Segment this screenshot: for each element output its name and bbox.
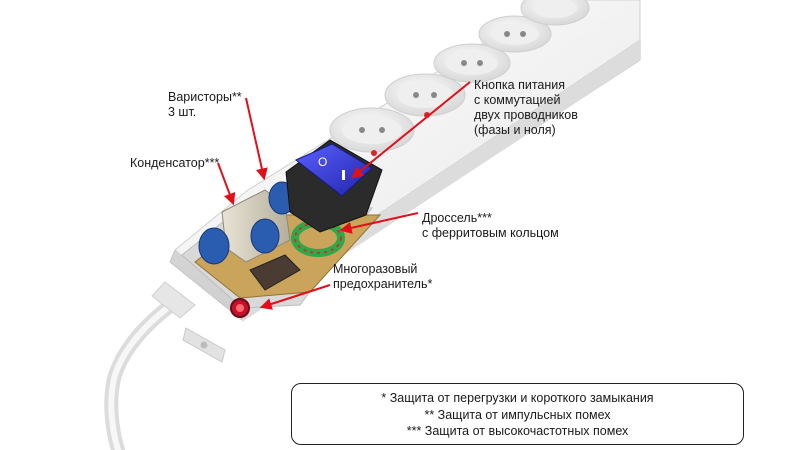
power-switch: O (285, 139, 383, 233)
fuse-label: Многоразовый предохранитель* (333, 262, 433, 291)
socket (520, 0, 590, 26)
callout-arrows (217, 81, 471, 310)
arrow-capacitor (217, 162, 236, 206)
capacitor-label: Конденсатор*** (130, 156, 220, 170)
arrow-varistors (245, 97, 268, 181)
arrow-fuse (259, 284, 331, 310)
power-button-label: Кнопка питания с коммутацией двух провод… (474, 78, 578, 137)
varistors-label: Варисторы** 3 шт. (168, 90, 242, 119)
socket (433, 43, 511, 83)
legend-box: * Защита от перегрузки и короткого замык… (291, 383, 744, 445)
varistor-components (198, 181, 296, 265)
socket (329, 107, 415, 156)
power-cable (104, 293, 185, 450)
sockets (329, 0, 590, 156)
arrow-choke (339, 212, 419, 234)
choke-label: Дроссель*** с ферритовым кольцом (422, 211, 559, 240)
arrow-power-button (351, 81, 471, 179)
legend-line-1: * Защита от перегрузки и короткого замык… (381, 391, 654, 405)
legend-line-3: *** Защита от высокочастотных помех (406, 424, 629, 438)
socket (478, 15, 552, 53)
fuse-component (230, 254, 301, 318)
socket (384, 73, 466, 118)
svg-text:O: O (318, 155, 327, 169)
legend-line-2: ** Защита от импульсных помех (424, 407, 611, 422)
